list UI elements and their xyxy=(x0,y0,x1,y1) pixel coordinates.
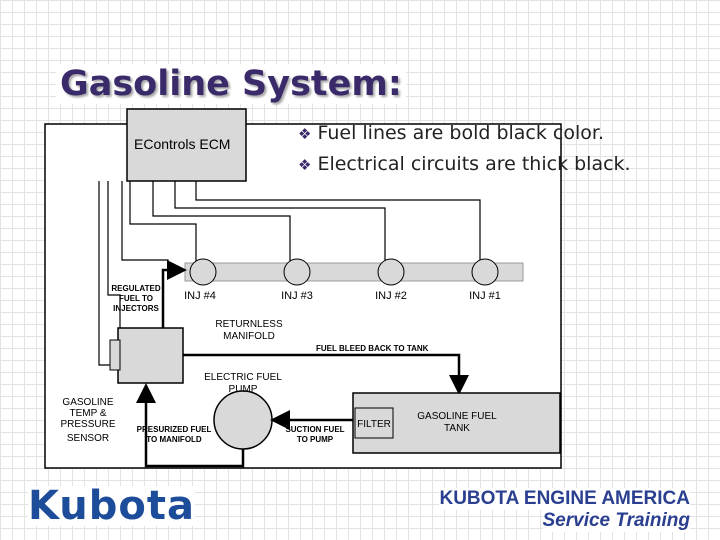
bullet-text: Fuel lines are bold black color. xyxy=(317,122,605,144)
ecm-label: EControls ECM xyxy=(134,136,230,152)
svg-text:INJECTORS: INJECTORS xyxy=(113,304,159,313)
svg-text:FUEL TO: FUEL TO xyxy=(119,294,153,303)
footer-company: KUBOTA ENGINE AMERICA xyxy=(439,488,690,510)
injector-2 xyxy=(377,258,405,286)
svg-text:REGULATED: REGULATED xyxy=(111,284,160,293)
svg-text:TANK: TANK xyxy=(444,423,470,434)
bleed-label: FUEL BLEED BACK TO TANK xyxy=(316,344,429,353)
pressurized-fuel-line xyxy=(136,383,245,468)
svg-text:MANIFOLD: MANIFOLD xyxy=(223,331,275,342)
suction-label: SUCTION FUEL TO PUMP xyxy=(285,425,344,444)
diamond-bullet-icon: ❖ xyxy=(298,156,312,174)
pump-label: ELECTRIC FUEL PUMP xyxy=(204,372,282,395)
tank-label: GASOLINE FUEL TANK xyxy=(417,411,497,434)
sensor-stub xyxy=(109,339,121,371)
svg-text:PRESSURE: PRESSURE xyxy=(60,419,115,430)
injectors xyxy=(189,258,499,286)
svg-text:RETURNLESS: RETURNLESS xyxy=(215,319,283,330)
svg-text:PUMP: PUMP xyxy=(229,384,258,395)
bullet-item: ❖ Fuel lines are bold black color. xyxy=(298,118,631,149)
injector-3 xyxy=(283,258,311,286)
bullet-list: ❖ Fuel lines are bold black color. ❖ Elect… xyxy=(298,118,631,180)
svg-text:SENSOR: SENSOR xyxy=(67,433,109,444)
injector-4 xyxy=(189,258,217,286)
svg-text:TEMP &: TEMP & xyxy=(69,408,106,419)
svg-text:TO PUMP: TO PUMP xyxy=(297,435,334,444)
svg-text:TO MANIFOLD: TO MANIFOLD xyxy=(146,435,202,444)
slide-title: Gasoline System: xyxy=(56,64,406,104)
electric-fuel-pump xyxy=(213,390,273,450)
filter-label: FILTER xyxy=(357,419,391,430)
diamond-bullet-icon: ❖ xyxy=(298,125,312,143)
injector-1 xyxy=(471,258,499,286)
manifold-label: RETURNLESS MANIFOLD xyxy=(215,319,283,342)
returnless-manifold xyxy=(117,327,184,384)
svg-text:GASOLINE: GASOLINE xyxy=(62,397,113,408)
regulated-label: REGULATED FUEL TO INJECTORS xyxy=(111,284,160,313)
svg-text:GASOLINE FUEL: GASOLINE FUEL xyxy=(417,411,497,422)
sensor-label: GASOLINE TEMP & PRESSURE SENSOR xyxy=(60,397,115,444)
footer-subtitle: Service Training xyxy=(542,510,690,532)
bullet-item: ❖ Electrical circuits are thick black. xyxy=(298,149,631,180)
svg-text:SUCTION FUEL: SUCTION FUEL xyxy=(285,425,344,434)
svg-text:ELECTRIC FUEL: ELECTRIC FUEL xyxy=(204,372,282,383)
injector-label-3: INJ #3 xyxy=(281,290,313,302)
svg-text:PRESURIZED FUEL: PRESURIZED FUEL xyxy=(137,425,212,434)
kubota-logo: Kubota xyxy=(28,483,195,529)
injector-label-4: INJ #4 xyxy=(184,290,216,302)
regulated-fuel-line xyxy=(161,260,187,330)
ecm-box xyxy=(126,108,247,182)
pressurized-label: PRESURIZED FUEL TO MANIFOLD xyxy=(137,425,212,444)
fuel-filter xyxy=(354,407,394,439)
injector-label-2: INJ #2 xyxy=(375,290,407,302)
bleed-back-line xyxy=(183,353,469,395)
injector-label-1: INJ #1 xyxy=(469,290,501,302)
bullet-text: Electrical circuits are thick black. xyxy=(317,153,631,175)
